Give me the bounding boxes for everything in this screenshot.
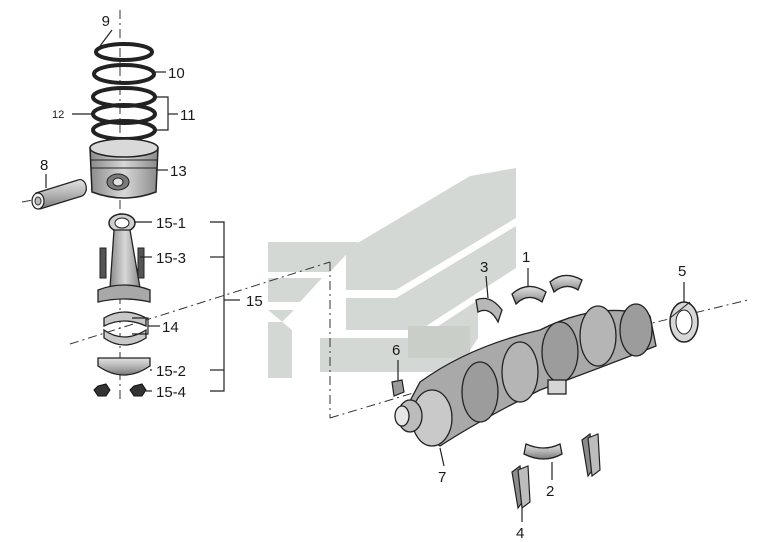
piston-pin (31, 178, 87, 210)
callout-14: 14 (162, 319, 179, 336)
callout-11: 11 (180, 107, 196, 124)
main-bearing-lower (523, 443, 563, 460)
chevron-logo-watermark (268, 168, 516, 378)
callout-13: 13 (170, 163, 187, 180)
piston (89, 138, 159, 199)
callout-3: 3 (480, 259, 488, 276)
main-bearing-upper (511, 274, 583, 306)
callout-2: 2 (546, 483, 554, 500)
callout-1: 1 (522, 249, 530, 266)
woodruff-key (391, 379, 405, 397)
callout-4: 4 (516, 525, 524, 542)
rod-bearings (103, 311, 147, 346)
callout-8: 8 (40, 157, 48, 174)
callout-15-4: 15-4 (156, 384, 186, 401)
callout-7: 7 (438, 469, 446, 486)
callout-15-3: 15-3 (156, 250, 186, 267)
leader-lines (45, 29, 685, 522)
rod-nuts (93, 383, 147, 397)
connecting-rod (97, 213, 151, 303)
callout-10: 10 (168, 65, 185, 82)
piston-rings (91, 42, 157, 141)
callout-6: 6 (392, 342, 400, 359)
thrust-plates (511, 432, 601, 510)
callout-15-2: 15-2 (156, 363, 186, 380)
callout-15: 15 (246, 293, 263, 310)
callout-12: 12 (52, 109, 64, 121)
oil-seal (669, 301, 699, 343)
callout-5: 5 (678, 263, 686, 280)
thrust-washer (475, 297, 503, 324)
callout-labels: 9 10 12 11 13 8 15-1 15-3 15 14 15-2 15-… (40, 13, 686, 542)
rod-cap (97, 357, 151, 376)
crankshaft (394, 303, 657, 447)
callout-15-1: 15-1 (156, 215, 186, 232)
callout-9: 9 (102, 13, 110, 30)
